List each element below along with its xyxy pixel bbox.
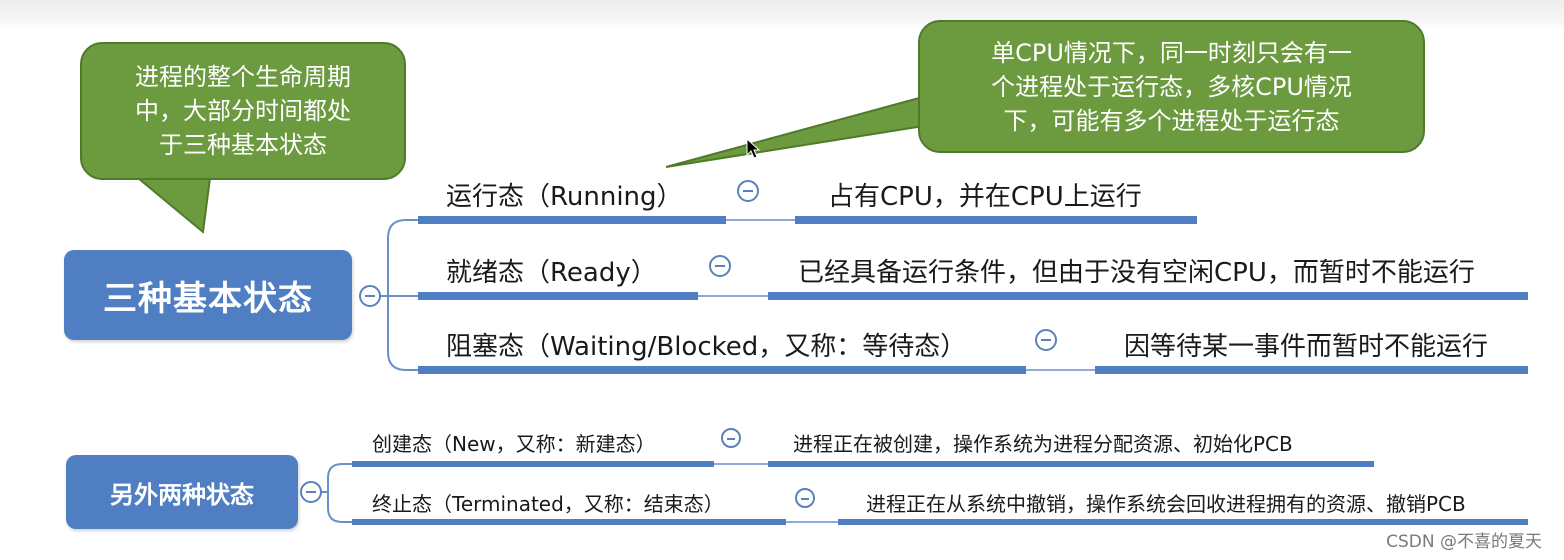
- state-terminated-label[interactable]: 终止态（Terminated，又称：结束态）: [372, 492, 724, 516]
- callout-right-line-2: 个进程处于运行态，多核CPU情况: [991, 72, 1352, 101]
- watermark: CSDN @不喜的夏天: [1386, 532, 1542, 552]
- callout-lifecycle-note: 进程的整个生命周期 中，大部分时间都处 于三种基本状态: [80, 42, 406, 180]
- blocked-label-underline: [418, 366, 1026, 374]
- ready-desc-underline: [768, 292, 1528, 300]
- state-new-collapse-icon[interactable]: [721, 428, 741, 448]
- state-running-description[interactable]: 占有CPU，并在CPU上运行: [828, 182, 1142, 212]
- callout-cpu-note: 单CPU情况下，同一时刻只会有一 个进程处于运行态，多核CPU情况 下，可能有多…: [918, 20, 1425, 153]
- state-ready-label[interactable]: 就绪态（Ready）: [446, 258, 657, 288]
- new-label-underline: [352, 461, 714, 467]
- basic-bracket: [380, 219, 418, 371]
- topic-two-other-states[interactable]: 另外两种状态: [66, 455, 298, 529]
- state-ready-collapse-icon[interactable]: [709, 255, 731, 277]
- state-blocked-collapse-icon[interactable]: [1035, 329, 1057, 351]
- state-blocked-description[interactable]: 因等待某一事件而暂时不能运行: [1124, 332, 1489, 362]
- state-running-collapse-icon[interactable]: [737, 180, 759, 202]
- left-callout-tail: [135, 177, 212, 234]
- blocked-desc-underline: [1095, 366, 1528, 374]
- state-new-description[interactable]: 进程正在被创建，操作系统为进程分配资源、初始化PCB: [793, 432, 1293, 456]
- state-running-label[interactable]: 运行态（Running）: [446, 182, 683, 212]
- right-callout-tail: [665, 93, 931, 168]
- state-new-label[interactable]: 创建态（New，又称：新建态）: [372, 432, 656, 456]
- callout-left-line-1: 进程的整个生命周期: [135, 63, 351, 91]
- other-topic-collapse-icon[interactable]: [300, 481, 322, 503]
- state-terminated-description[interactable]: 进程正在从系统中撤销，操作系统会回收进程拥有的资源、撤销PCB: [866, 492, 1466, 516]
- topic-three-basic-states[interactable]: 三种基本状态: [64, 250, 352, 340]
- running-label-underline: [418, 216, 726, 224]
- callout-right-line-1: 单CPU情况下，同一时刻只会有一: [991, 38, 1352, 67]
- state-ready-description[interactable]: 已经具备运行条件，但由于没有空闲CPU，而暂时不能运行: [798, 258, 1475, 288]
- state-terminated-collapse-icon[interactable]: [795, 488, 815, 508]
- state-blocked-label[interactable]: 阻塞态（Waiting/Blocked，又称：等待态）: [446, 332, 967, 362]
- callout-left-line-3: 于三种基本状态: [159, 131, 327, 159]
- term-label-underline: [352, 519, 786, 525]
- new-desc-underline: [768, 461, 1374, 467]
- callout-right-line-3: 下，可能有多个进程处于运行态: [1003, 106, 1340, 135]
- mouse-cursor-icon: [746, 138, 761, 159]
- main-topic-collapse-icon[interactable]: [359, 285, 381, 307]
- callout-left-line-2: 中，大部分时间都处: [135, 97, 351, 125]
- term-desc-underline: [838, 519, 1528, 525]
- other-bracket: [320, 463, 352, 523]
- running-desc-underline: [795, 216, 1197, 224]
- ready-label-underline: [418, 292, 698, 300]
